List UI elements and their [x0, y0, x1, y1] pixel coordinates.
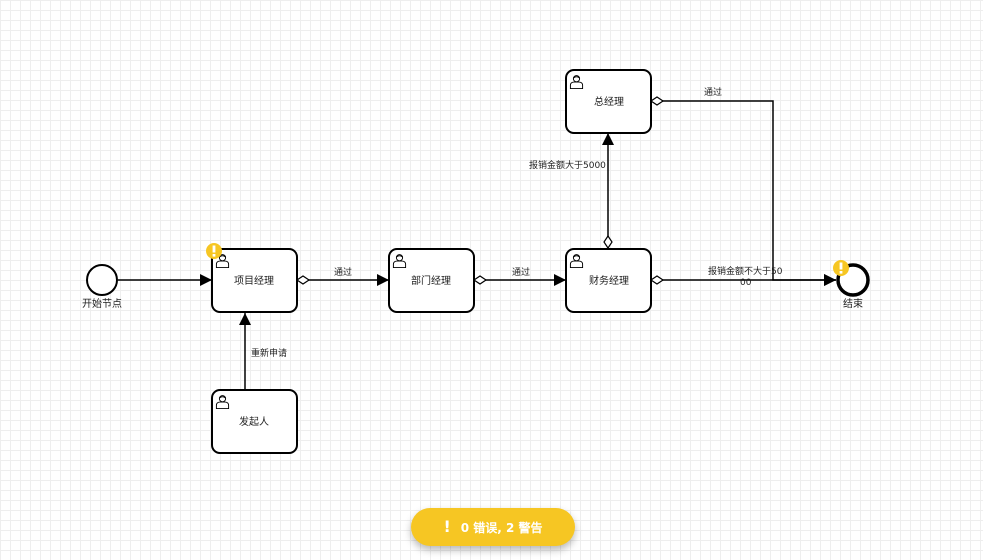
linting-status-label: 0 错误, 2 警告: [460, 520, 543, 535]
flow-label-pass: 通过: [334, 266, 352, 278]
flow-label-pass: 通过: [512, 266, 530, 278]
task-label: 部门经理: [411, 274, 451, 287]
flow-initiator-to-project-manager[interactable]: 重新申请: [239, 313, 287, 390]
warning-badge-icon[interactable]: [833, 260, 849, 276]
linting-status-button[interactable]: ! 0 错误, 2 警告: [411, 508, 575, 546]
task-label: 总经理: [594, 95, 624, 108]
conditional-flow-marker: [603, 234, 613, 250]
default-flow-marker: [650, 275, 664, 285]
default-flow-marker: [650, 96, 664, 106]
exclamation-icon: !: [443, 517, 451, 536]
flow-label-resubmit: 重新申请: [251, 347, 287, 359]
task-project-manager[interactable]: 项目经理: [211, 248, 298, 313]
task-label: 发起人: [239, 415, 269, 428]
flow-project-manager-to-dept-manager[interactable]: 通过: [296, 266, 389, 286]
flow-label-amount-not-over-cont: 00: [740, 278, 752, 288]
task-label: 项目经理: [234, 274, 274, 287]
task-label: 财务经理: [589, 274, 629, 287]
flow-finance-to-end[interactable]: 报销金额不大于50 00: [650, 265, 836, 288]
flow-finance-to-general-manager[interactable]: 报销金额大于5000: [529, 133, 614, 250]
flow-dept-manager-to-finance-manager[interactable]: 通过: [473, 266, 566, 286]
default-flow-marker: [296, 275, 310, 285]
warning-badge-icon[interactable]: [206, 243, 222, 259]
end-event-label: 结束: [843, 297, 863, 310]
default-flow-marker: [473, 275, 487, 285]
start-event-label: 开始节点: [82, 297, 122, 310]
start-event[interactable]: [86, 264, 118, 296]
task-finance-manager[interactable]: 财务经理: [565, 248, 652, 313]
flow-label-pass: 通过: [704, 86, 722, 98]
flow-label-amount-not-over: 报销金额不大于50: [708, 265, 783, 277]
task-initiator[interactable]: 发起人: [211, 389, 298, 454]
flow-general-manager-to-end[interactable]: 通过: [650, 86, 836, 286]
task-department-manager[interactable]: 部门经理: [388, 248, 475, 313]
flow-label-amount-over: 报销金额大于5000: [529, 159, 606, 171]
task-general-manager[interactable]: 总经理: [565, 69, 652, 134]
